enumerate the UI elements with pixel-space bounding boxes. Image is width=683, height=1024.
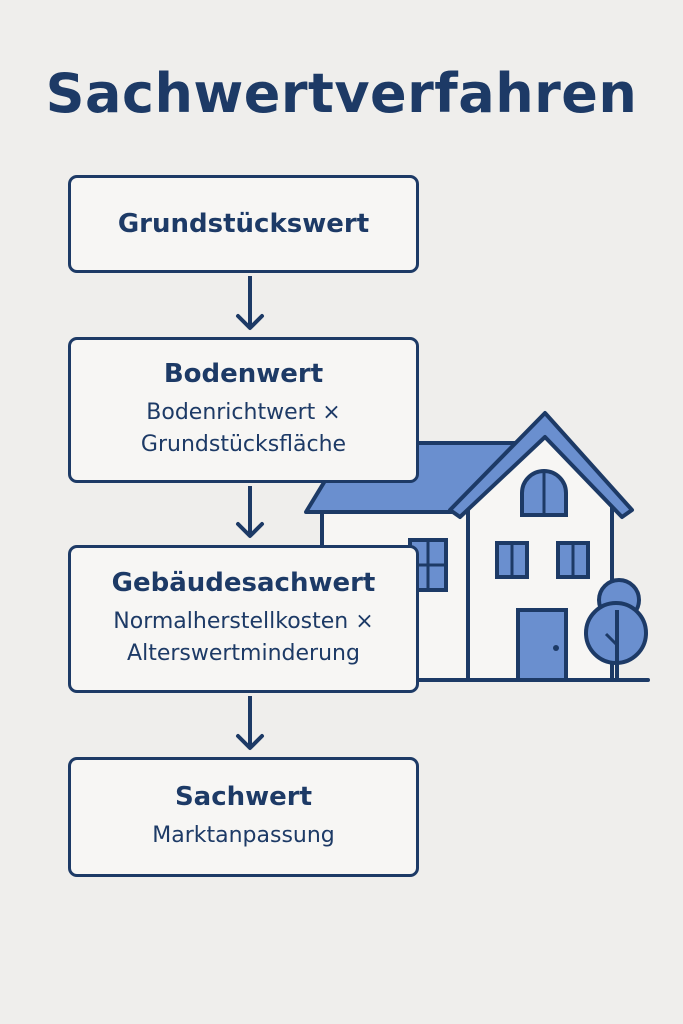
arrow-down-icon (236, 486, 264, 538)
step-title: Sachwert (174, 782, 313, 812)
step-grundstueckswert: Grundstückswert (68, 175, 419, 273)
step-formula-line: Grundstücksfläche (140, 432, 347, 457)
step-title: Gebäudesachwert (111, 568, 376, 598)
step-sachwert: Sachwert Marktanpassung (68, 757, 419, 877)
step-formula-line: Marktanpassung (152, 823, 335, 848)
step-formula-line: Normalherstellkosten × (113, 609, 374, 634)
step-title: Bodenwert (163, 359, 324, 389)
step-formula-line: Alterswertminderung (127, 641, 360, 666)
step-title: Grundstückswert (117, 209, 370, 239)
step-gebaeudesachwert: Gebäudesachwert Normalherstellkosten × A… (68, 545, 419, 693)
step-formula-line: Bodenrichtwert × (146, 400, 341, 425)
step-bodenwert: Bodenwert Bodenrichtwert × Grundstücksfl… (68, 337, 419, 483)
arrow-down-icon (236, 696, 264, 750)
arrow-down-icon (236, 276, 264, 330)
page-title: Sachwertverfahren (45, 62, 638, 125)
